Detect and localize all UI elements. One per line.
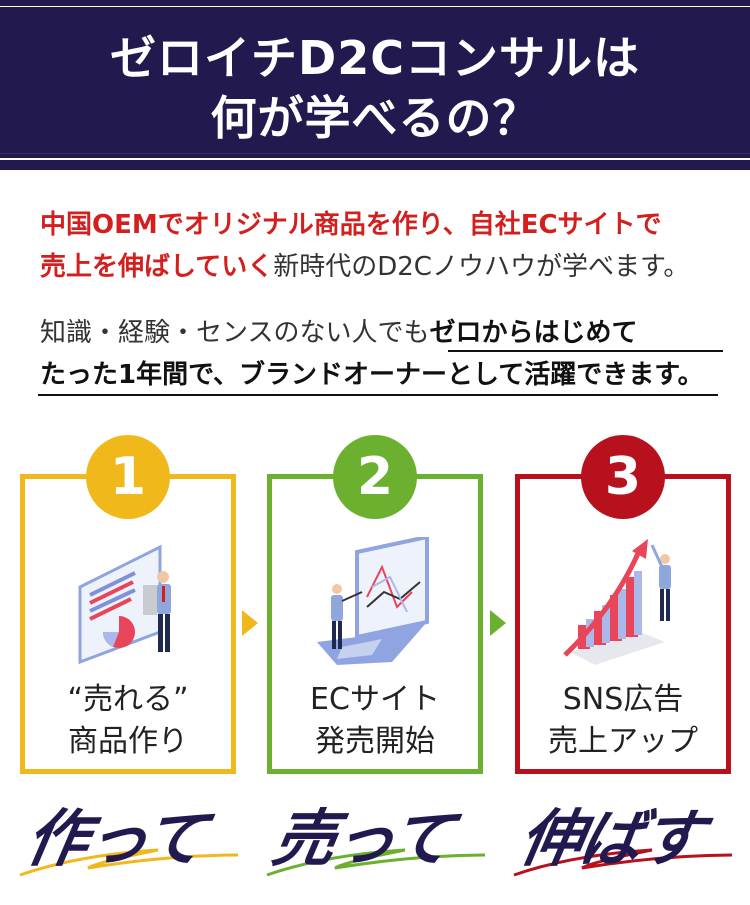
verb-text: 売って <box>267 802 458 875</box>
underline-1 <box>448 350 723 352</box>
lead-highlight-line2: 売上を伸ばしていく <box>40 252 274 282</box>
step-label-line2: 売上アップ <box>548 724 698 759</box>
growth-bar-chart-arrow-icon <box>563 539 671 665</box>
step-number-badge: 3 <box>581 435 665 519</box>
verb-make: 作って <box>18 780 238 880</box>
brush-stroke-icon <box>266 848 485 877</box>
verb-sell: 売って <box>265 780 485 880</box>
step-label: SNS広告 売上アップ <box>520 679 726 763</box>
sub-bold-line2: たった1年間で、ブランドオーナーとして活躍できます。 <box>40 360 704 390</box>
page-title: ゼロイチD2Cコンサルは 何が学べるの？ <box>0 28 750 148</box>
header-top-rule <box>0 6 750 7</box>
lead-normal-text: 新時代のD2Cノウハウが学べます。 <box>273 252 690 282</box>
underline-2 <box>38 394 718 396</box>
arrow-right-icon <box>490 610 506 636</box>
step-label: ECサイト 発売開始 <box>272 679 478 763</box>
sub-bold-line1: ゼロからはじめて <box>429 318 638 348</box>
presentation-board-businessman-icon <box>78 544 171 665</box>
step-label-line1: “売れる” <box>67 682 189 717</box>
step-card-1: 1 “売れる” 商品作り <box>20 435 236 774</box>
header-bottom-rule-thin <box>0 153 750 154</box>
laptop-chart-businessman-icon <box>317 537 429 665</box>
brush-stroke-icon <box>19 848 238 877</box>
step-label-line2: 商品作り <box>68 724 188 759</box>
step-number-badge: 1 <box>86 435 170 519</box>
brush-stroke-icon <box>513 848 732 877</box>
step-card-3: 3 SNS広告 売上アップ <box>515 435 731 774</box>
step-label: “売れる” 商品作り <box>25 679 231 763</box>
title-line-2: 何が学べるの？ <box>210 91 540 145</box>
lead-paragraph: 中国OEMでオリジナル商品を作り、自社ECサイトで 売上を伸ばしていく新時代のD… <box>40 204 740 288</box>
title-line-1: ゼロイチD2Cコンサルは <box>110 31 640 85</box>
verb-text: 作って <box>20 802 211 875</box>
sub-paragraph: 知識・経験・センスのない人でもゼロからはじめて たった1年間で、ブランドオーナー… <box>38 312 740 396</box>
step-card-2: 2 ECサイト 発売開始 <box>267 435 483 774</box>
step-label-line1: SNS広告 <box>562 682 684 717</box>
step-label-line2: 発売開始 <box>315 724 435 759</box>
header-bottom-rule <box>0 158 750 160</box>
verb-text: 伸ばす <box>514 802 708 875</box>
header-banner: ゼロイチD2Cコンサルは 何が学べるの？ <box>0 0 750 170</box>
arrow-right-icon <box>242 610 258 636</box>
lead-highlight-line1: 中国OEMでオリジナル商品を作り、自社ECサイトで <box>40 210 662 240</box>
step-label-line1: ECサイト <box>310 682 440 717</box>
sub-normal-text: 知識・経験・センスのない人でも <box>40 318 430 348</box>
step-number-badge: 2 <box>333 435 417 519</box>
verb-grow: 伸ばす <box>512 780 732 880</box>
